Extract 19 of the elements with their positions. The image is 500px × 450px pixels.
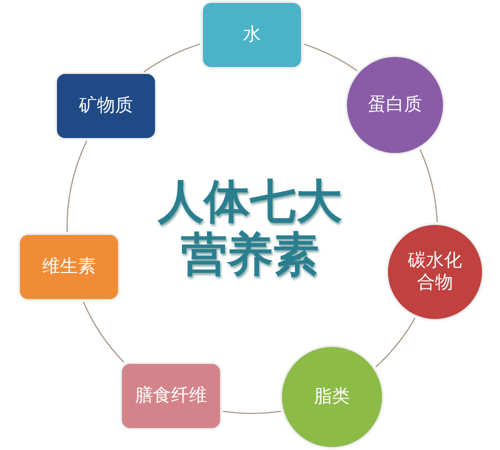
nutrient-label: 碳水化合物 bbox=[407, 250, 463, 294]
nutrient-box bbox=[20, 235, 118, 299]
nutrient-box bbox=[57, 74, 155, 138]
nutrient-label: 膳食纤维 bbox=[135, 384, 207, 408]
ring-connector bbox=[375, 318, 416, 368]
nutrient-box bbox=[122, 364, 220, 428]
nutrient-box bbox=[203, 3, 301, 67]
nutrient-label: 脂类 bbox=[314, 386, 350, 408]
nutrient-label: 水 bbox=[243, 24, 261, 46]
ring-connector bbox=[82, 302, 124, 363]
nutrient-label: 蛋白质 bbox=[368, 94, 422, 116]
ring-connector bbox=[304, 44, 358, 72]
nutrient-label: 矿物质 bbox=[79, 94, 133, 118]
ring-connector bbox=[143, 44, 200, 72]
ring-connector bbox=[420, 149, 438, 222]
diagram-title: 人体七大营养素 bbox=[156, 175, 343, 281]
ring-connector bbox=[222, 410, 282, 414]
nutrient-label: 维生素 bbox=[42, 256, 96, 278]
ring-connector bbox=[66, 140, 88, 232]
